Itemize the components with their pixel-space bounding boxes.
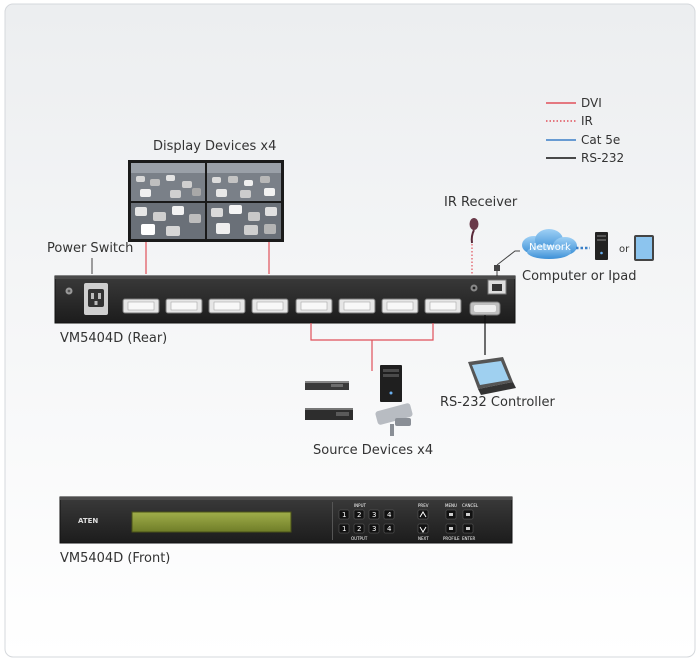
power-switch-label: Power Switch [47,241,133,256]
display-devices-label: Display Devices x4 [153,139,276,154]
security-camera-icon [375,403,413,436]
network-label: Network [529,242,571,253]
set-top-box-icon [305,408,353,420]
computer-or-ipad-label: Computer or Ipad [522,269,637,284]
legend-rs232-label: RS-232 [581,151,624,165]
lcd-display [131,511,292,533]
output-key-2-label: 2 [357,525,361,533]
dvi-port-3 [208,298,246,314]
ir-receiver-icon [469,218,479,244]
dvi-port-7 [381,298,419,314]
screen-bottom-right [207,203,281,239]
output-key-3-label: 3 [372,525,376,533]
cancel-caption: CANCEL [462,503,479,508]
input-key-3-label: 3 [372,511,376,519]
input-caption: INPUT [354,503,367,508]
input-key-4[interactable] [383,509,395,520]
profile-caption: PROFILE [443,536,460,541]
dvd-player-icon [305,381,349,390]
output-caption: OUTPUT [351,536,368,541]
source-devices-group [305,365,413,436]
dvi-port-1 [122,298,160,314]
aten-logo: ATEN [78,517,98,525]
tablet-icon [634,235,654,261]
input-key-1-label: 1 [342,511,346,519]
input-key-3[interactable] [368,509,380,520]
screen-top-right [207,163,281,201]
desktop-pc-icon [595,232,608,260]
output-key-4[interactable] [383,523,395,534]
dvi-port-4 [251,298,289,314]
input-keypad: 1 2 3 4 [338,509,395,520]
chevron-up-icon [419,511,427,518]
output-key-1[interactable] [338,523,350,534]
input-key-1[interactable] [338,509,350,520]
output-key-4-label: 4 [387,525,392,533]
screen-top-left [131,163,205,201]
output-key-1-label: 1 [342,525,346,533]
dvi-port-8 [424,298,462,314]
rj45-plug-icon [494,265,500,271]
input-key-2[interactable] [353,509,365,520]
dvi-port-2 [165,298,203,314]
screen-bottom-left [131,203,205,239]
power-inlet [84,283,108,315]
front-panel-label: VM5404D (Front) [60,551,170,566]
vm5404d-rear-panel [54,275,516,324]
legend-dvi-label: DVI [581,96,602,110]
input-key-2-label: 2 [357,511,361,519]
output-key-3[interactable] [368,523,380,534]
input-key-4-label: 4 [387,511,392,519]
output-key-2[interactable] [353,523,365,534]
ir-receiver-label: IR Receiver [444,195,518,210]
prev-caption: PREV [418,503,429,508]
legend-cat5e-label: Cat 5e [581,133,620,147]
video-wall [128,160,284,242]
dvi-port-6 [338,298,376,314]
menu-caption: MENU [445,503,457,508]
legend: DVI IR Cat 5e RS-232 [546,96,624,165]
tower-pc-icon [380,365,402,402]
next-caption: NEXT [418,536,429,541]
next-button[interactable] [417,523,429,534]
chevron-down-icon [419,526,427,533]
or-label: or [619,244,630,255]
vm5404d-front-panel: ATEN INPUT 1 2 3 4 1 2 3 4 OUTPUT PREV [59,496,513,544]
enter-caption: ENTER [462,536,475,541]
rs232-controller-label: RS-232 Controller [440,395,556,410]
output-keypad: 1 2 3 4 [338,523,395,534]
dvi-port-5 [295,298,333,314]
source-devices-label: Source Devices x4 [313,443,433,458]
network-cloud-icon [522,229,577,259]
rs232-controller-icon [468,357,516,395]
rear-panel-label: VM5404D (Rear) [60,331,167,346]
legend-ir-label: IR [581,114,593,128]
